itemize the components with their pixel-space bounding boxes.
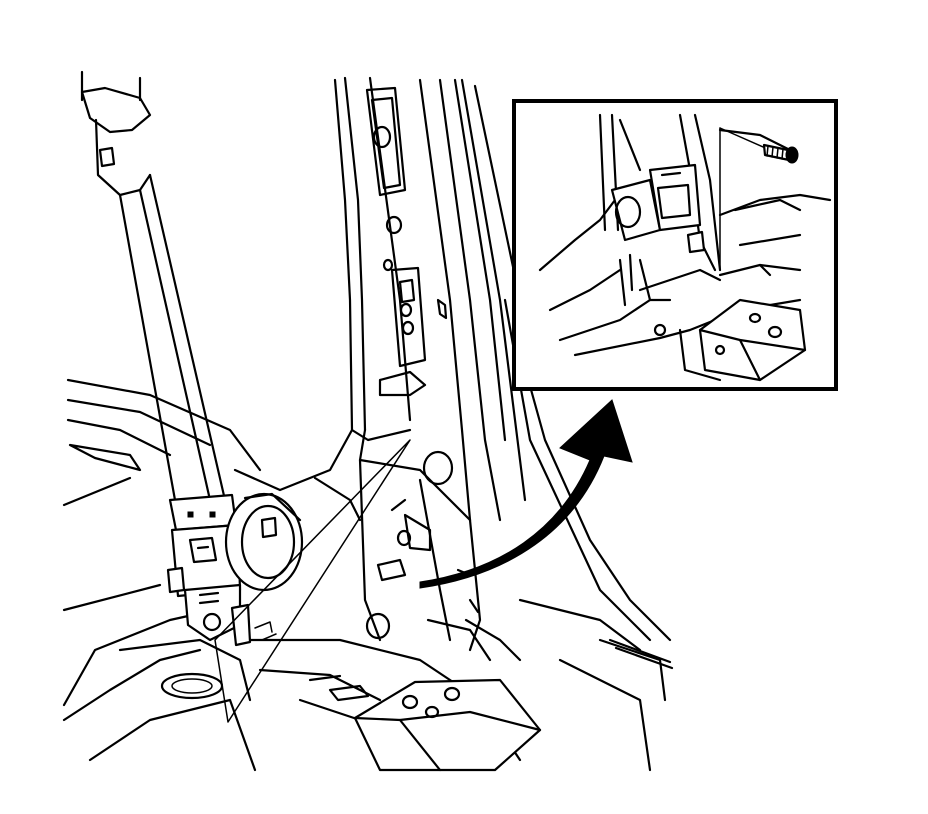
- floor-bracket-block: [353, 618, 542, 772]
- seat-belt-retractor: [166, 492, 304, 647]
- b-pillar: [233, 76, 672, 652]
- mounting-bolt-icon: [762, 143, 799, 164]
- detail-inset: [512, 99, 838, 391]
- seat-belt-webbing: [80, 70, 227, 502]
- callout-leader-triangle: [214, 439, 411, 723]
- detail-arrow: [419, 399, 633, 589]
